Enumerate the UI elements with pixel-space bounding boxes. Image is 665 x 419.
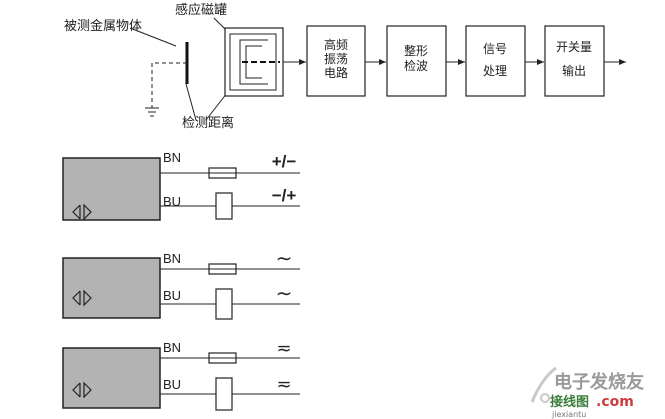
- sensor-body: [62, 257, 161, 319]
- wire-label-bu: BU: [163, 377, 181, 392]
- terminal-1: +/−: [272, 152, 297, 171]
- terminal-1: ≂: [276, 338, 291, 358]
- svg-text:检波: 检波: [404, 58, 428, 73]
- block-signal: 信号 处理: [465, 25, 526, 97]
- coil-label: 感应磁罐: [175, 2, 227, 18]
- sensor-symbol-icon: [72, 381, 92, 399]
- svg-text:高频: 高频: [324, 37, 348, 52]
- wire-label-bn: BN: [163, 340, 181, 355]
- target-label: 被测金属物体: [64, 18, 142, 34]
- sensor-body: [62, 347, 161, 409]
- svg-text:振荡: 振荡: [324, 52, 348, 66]
- block-oscillator: 高频 振荡 电路: [306, 25, 366, 97]
- wire-label-bn: BN: [163, 150, 181, 165]
- terminal-1: ∼: [276, 248, 293, 270]
- terminal-2: ∼: [276, 283, 293, 305]
- svg-text:信号: 信号: [483, 42, 507, 56]
- block-diagram: 被测金属物体 感应磁罐 检测距离: [64, 2, 626, 131]
- wire-label-bu: BU: [163, 194, 181, 209]
- distance-leader-1: [185, 83, 197, 121]
- distance-label: 检测距离: [182, 115, 234, 131]
- sensor-2: BN BU ∼ ∼: [62, 248, 300, 320]
- watermark-line1: 电子发烧友: [554, 371, 644, 393]
- load: [215, 377, 233, 411]
- sensor-body: [62, 157, 161, 221]
- svg-text:处理: 处理: [483, 64, 507, 78]
- svg-text:开关量: 开关量: [556, 40, 592, 54]
- wire-label-bn: BN: [163, 251, 181, 266]
- svg-text:电路: 电路: [324, 65, 348, 80]
- load: [215, 288, 233, 320]
- ground-icon: [145, 62, 187, 117]
- target-leader: [129, 27, 177, 47]
- sensor-symbol-icon: [72, 203, 92, 221]
- watermark-logo-icon: [530, 366, 557, 403]
- watermark-domain: jiexiantu: [551, 410, 586, 419]
- block-switch-output: 开关量 输出: [544, 25, 605, 97]
- sensor-1: BN BU +/− −/+: [62, 150, 300, 221]
- watermark-line2b: .com: [596, 394, 634, 410]
- sensor-symbol-icon: [72, 289, 92, 307]
- terminal-2: −/+: [272, 186, 297, 205]
- svg-text:整形: 整形: [404, 43, 428, 58]
- sensor-3: BN BU ≂ ≂: [62, 338, 300, 411]
- sensing-coil-block: [224, 27, 284, 97]
- watermark-line2a: 接线图: [550, 394, 589, 410]
- load: [215, 192, 233, 220]
- block-shaping: 整形 检波: [386, 25, 447, 97]
- wire-label-bu: BU: [163, 288, 181, 303]
- watermark: 电子发烧友 接线图 .com jiexiantu: [530, 366, 644, 419]
- svg-text:输出: 输出: [562, 63, 586, 78]
- terminal-2: ≂: [276, 374, 291, 394]
